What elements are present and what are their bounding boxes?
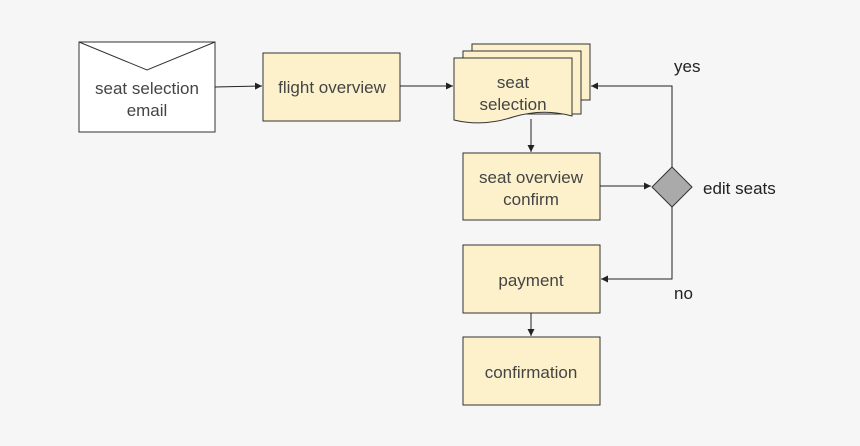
edge-decision-no-to-payment	[601, 207, 673, 283]
email-label-line-2: email	[127, 101, 168, 120]
seat-selection-label-line-2: selection	[479, 95, 546, 114]
seat-overview-confirm-node: seat overview confirm	[462, 152, 601, 221]
seat-overview-confirm-label-line-2: confirm	[503, 190, 559, 209]
decision-diamond-icon	[651, 166, 693, 208]
edge-email-to-flight-overview	[214, 82, 263, 90]
flight-overview-node: flight overview	[262, 52, 401, 122]
edge-label-yes: yes	[674, 57, 700, 76]
confirmation-node: confirmation	[462, 336, 601, 406]
envelope-flap-icon	[78, 41, 216, 71]
payment-node: payment	[462, 244, 601, 314]
email-label-line-1: seat selection	[95, 79, 199, 98]
payment-label: payment	[498, 271, 563, 290]
seat-overview-confirm-label-line-1: seat overview	[479, 168, 584, 187]
edge-decision-yes-to-seat-selection	[591, 82, 673, 167]
seat-selection-email-node: seat selection email	[78, 41, 216, 133]
seat-selection-node: seat selection	[453, 43, 591, 124]
seat-selection-label-line-1: seat	[497, 73, 529, 92]
flight-overview-label: flight overview	[278, 78, 386, 97]
edge-label-no: no	[674, 284, 693, 303]
edit-seats-label: edit seats	[703, 179, 776, 198]
confirmation-label: confirmation	[485, 363, 578, 382]
edit-seats-decision-node: edit seats	[651, 166, 776, 208]
